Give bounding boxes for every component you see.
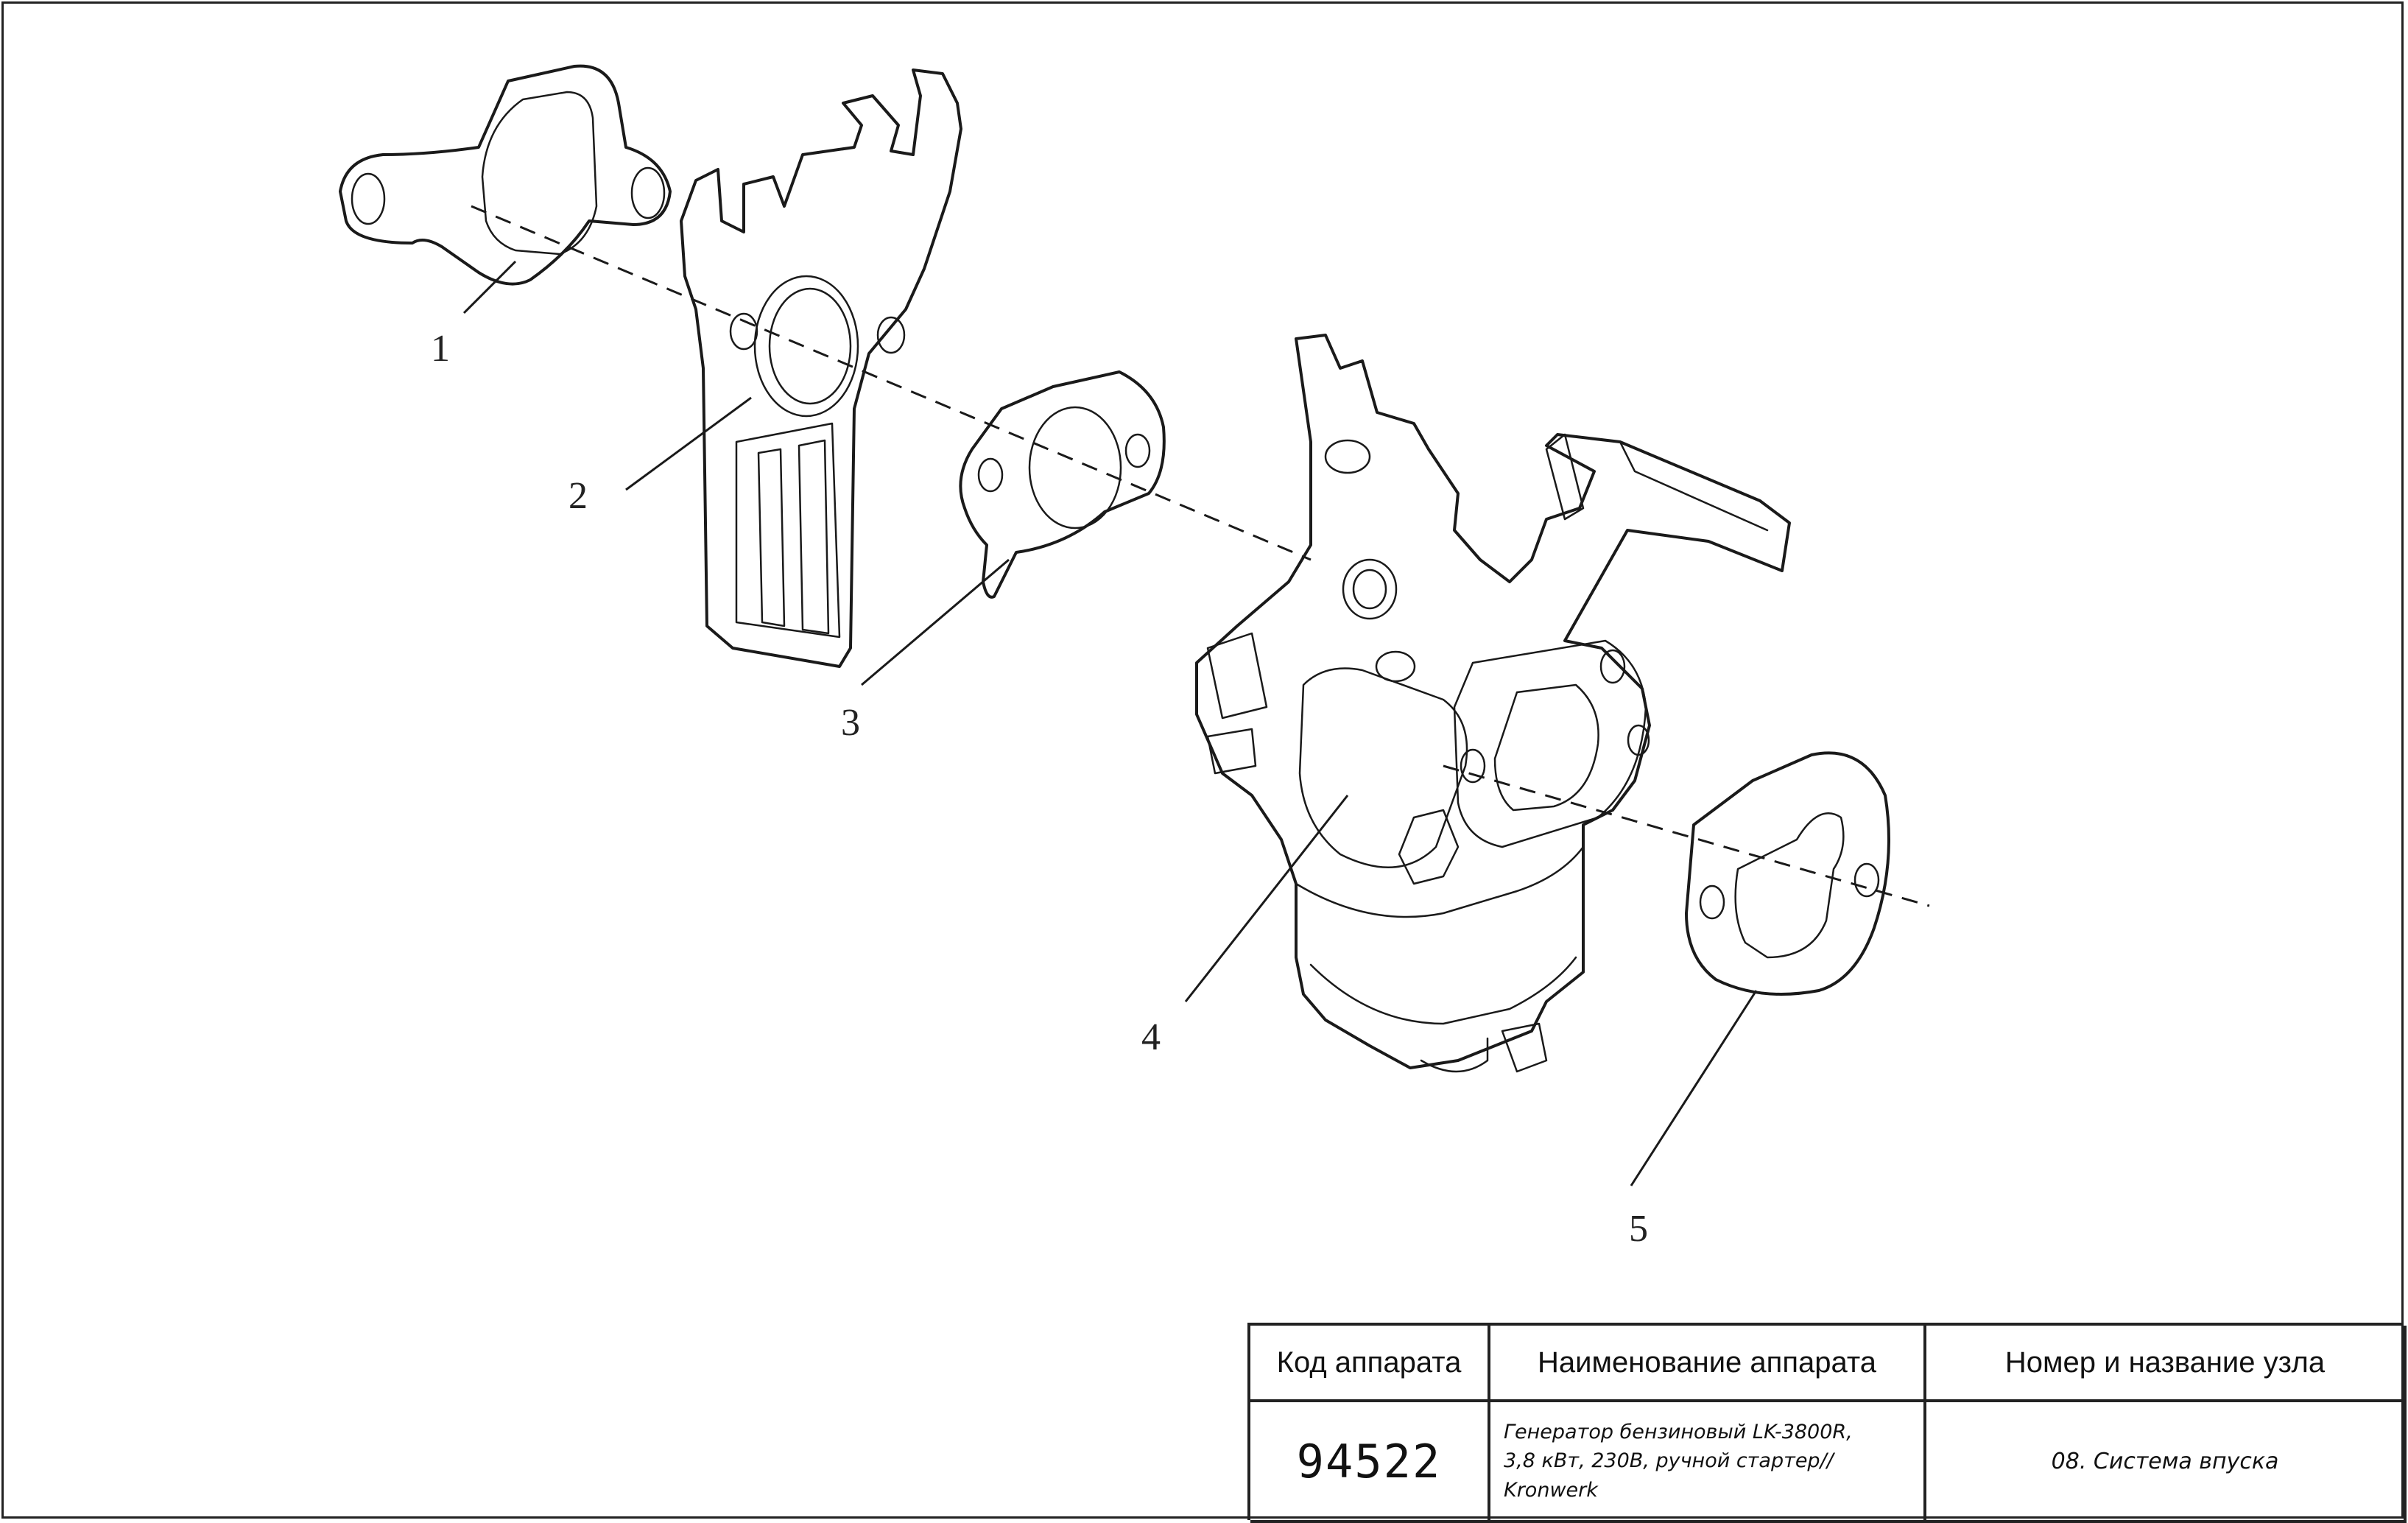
leader-line-1 bbox=[462, 260, 517, 314]
callout-2: 2 bbox=[568, 475, 588, 517]
leader-line-2 bbox=[625, 396, 752, 491]
part-3-gasket bbox=[959, 370, 1166, 599]
callout-4: 4 bbox=[1141, 1016, 1161, 1058]
callout-5: 5 bbox=[1629, 1208, 1648, 1250]
node-name-value: 08. Система впуска bbox=[1926, 1402, 2407, 1523]
leader-line-3 bbox=[861, 558, 1010, 686]
header-device-code: Код аппарата bbox=[1250, 1326, 1490, 1402]
header-device-name: Наименование аппарата bbox=[1490, 1326, 1926, 1402]
header-node-name: Номер и название узла bbox=[1926, 1326, 2407, 1402]
part-4-carburetor bbox=[1195, 334, 1791, 1073]
part-1-gasket bbox=[339, 64, 672, 286]
part-5-gasket bbox=[1685, 751, 1890, 996]
title-block: Код аппарата Наименование аппарата Номер… bbox=[1247, 1323, 2407, 1523]
device-name-value: Генератор бензиновый LK-3800R, 3,8 кВт, … bbox=[1490, 1402, 1926, 1523]
leader-line-5 bbox=[1630, 990, 1758, 1186]
leader-line-4 bbox=[1184, 795, 1349, 1002]
callout-1: 1 bbox=[431, 328, 450, 370]
callout-3: 3 bbox=[841, 702, 860, 744]
device-code-value: 94522 bbox=[1250, 1402, 1490, 1523]
part-2-bracket bbox=[680, 68, 962, 668]
assembly-axis-lower bbox=[1443, 764, 1930, 907]
assembly-axis-upper bbox=[471, 205, 1312, 561]
